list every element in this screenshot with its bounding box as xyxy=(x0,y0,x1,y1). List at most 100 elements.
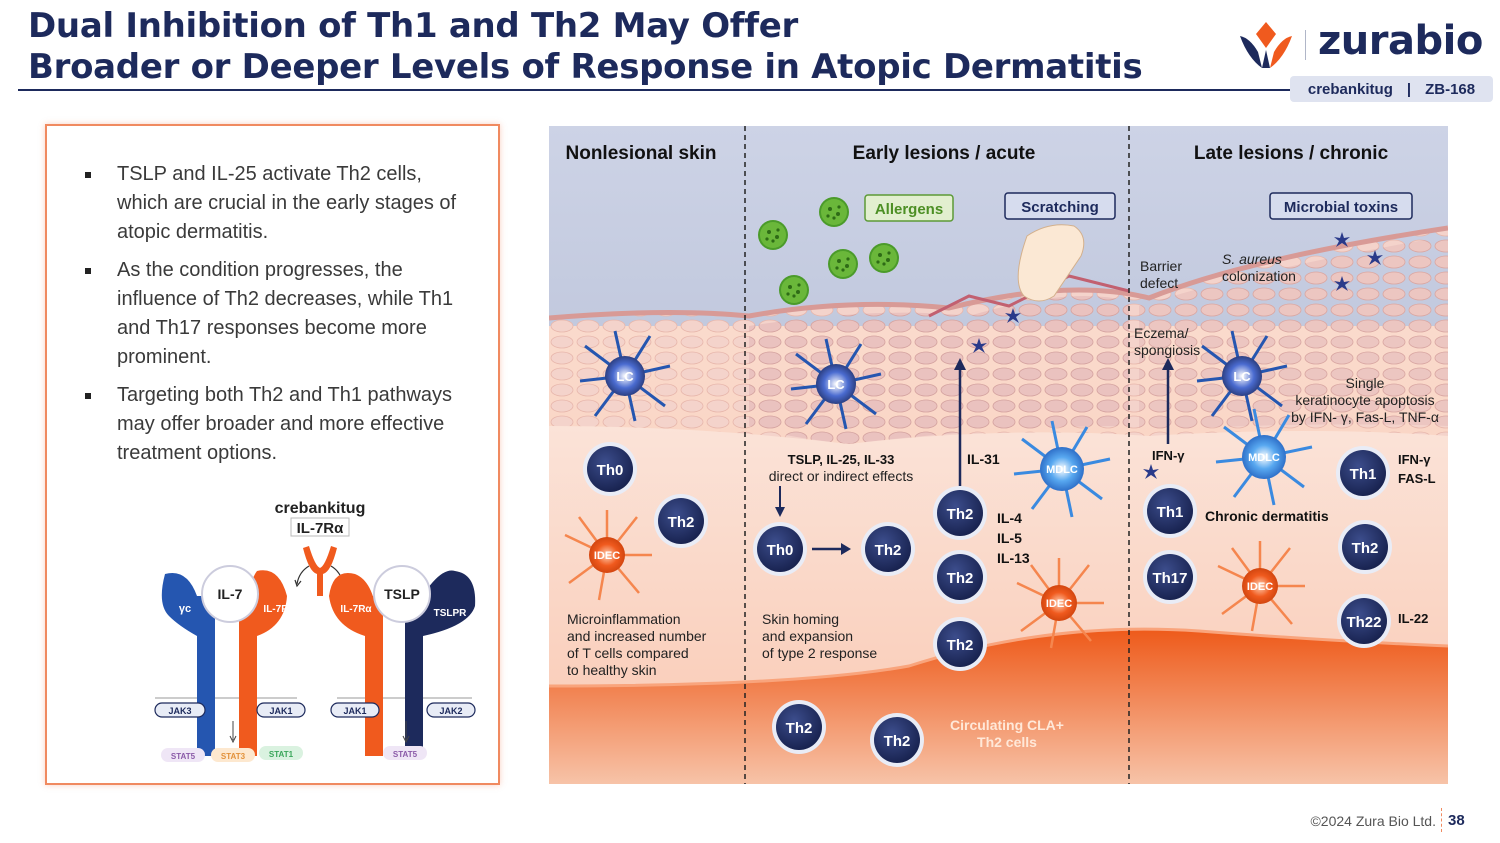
bullet-list: TSLP and IL-25 activate Th2 cells, which… xyxy=(77,160,477,477)
title-line-2: Broader or Deeper Levels of Response in … xyxy=(28,47,1143,87)
il5-label: IL-5 xyxy=(997,530,1022,546)
allergen-microbe-icon xyxy=(869,243,899,273)
drug-label: crebankitug xyxy=(275,500,366,517)
fasl-label: FAS-L xyxy=(1398,471,1436,486)
allergen-microbe-icon xyxy=(779,275,809,305)
product-tag-separator: | xyxy=(1406,80,1412,98)
saureus-label: S. aureus xyxy=(1222,251,1282,267)
skin-homing-label: Skin homing and expansion of type 2 resp… xyxy=(762,611,877,661)
keratinocyte-apoptosis-label: Single keratinocyte apoptosis by IFN- γ,… xyxy=(1291,375,1439,425)
jak1-label-right: JAK1 xyxy=(343,706,366,716)
allergen-microbe-icon xyxy=(828,249,858,279)
svg-text:Skin homing: Skin homing xyxy=(762,611,839,627)
column-header-nonlesional: Nonlesional skin xyxy=(566,143,717,164)
antibody-icon xyxy=(303,546,337,596)
svg-text:spongiosis: spongiosis xyxy=(1134,342,1200,358)
microinflammation-label: Microinflammation and increased number o… xyxy=(567,611,707,678)
chain-il7ra-label-left: IL-7Rα xyxy=(263,604,295,615)
th2-label-early: Th2 xyxy=(947,637,974,654)
chronic-dermatitis-label: Chronic dermatitis xyxy=(1205,508,1329,524)
svg-text:of T cells compared: of T cells compared xyxy=(567,645,689,661)
circulating-label: Circulating CLA+ Th2 cells xyxy=(950,717,1064,750)
svg-text:and expansion: and expansion xyxy=(762,628,853,644)
idec-cell-early xyxy=(1016,558,1104,649)
svg-text:Circulating CLA+: Circulating CLA+ xyxy=(950,717,1064,733)
il4-label: IL-4 xyxy=(997,510,1022,526)
idec-cell-late xyxy=(1217,541,1305,632)
th2-label-circulating: Th2 xyxy=(786,720,813,737)
mdlc-label-late: MDLC xyxy=(1248,452,1280,464)
colonization-label: colonization xyxy=(1222,268,1296,284)
chain-tslpr-label: TSLPR xyxy=(434,608,468,619)
allergen-microbe-icon xyxy=(758,220,788,250)
microbial-toxins-label: Microbial toxins xyxy=(1284,199,1398,216)
th22-label-late: Th22 xyxy=(1346,614,1381,631)
title-line-1: Dual Inhibition of Th1 and Th2 May Offer xyxy=(28,6,799,46)
lc-cell-early xyxy=(790,338,882,430)
barrier-defect-label: Barrier defect xyxy=(1140,258,1182,291)
il7-receptor-complex xyxy=(161,565,287,756)
tslp-il25-il33-label: TSLP, IL-25, IL-33 xyxy=(788,452,895,467)
svg-text:of type 2 response: of type 2 response xyxy=(762,645,877,661)
allergens-label: Allergens xyxy=(875,201,943,218)
allergen-microbe-icon xyxy=(819,197,849,227)
product-tag: crebankitug | ZB-168 xyxy=(1290,76,1493,102)
summary-panel: TSLP and IL-25 activate Th2 cells, which… xyxy=(45,124,500,785)
il13-label: IL-13 xyxy=(997,550,1030,566)
svg-text:to healthy skin: to healthy skin xyxy=(567,662,657,678)
direct-indirect-label: direct or indirect effects xyxy=(769,468,913,484)
svg-text:and increased number: and increased number xyxy=(567,628,707,644)
target-label: IL-7Rα xyxy=(297,520,345,537)
svg-text:defect: defect xyxy=(1140,275,1178,291)
zurabio-logo-icon xyxy=(1240,22,1292,68)
eczema-label: Eczema/ spongiosis xyxy=(1134,325,1200,358)
scratching-label: Scratching xyxy=(1021,199,1099,216)
page-number: 38 xyxy=(1448,812,1465,829)
idec-label-late: IDEC xyxy=(1247,581,1273,593)
product-code: ZB-168 xyxy=(1425,80,1476,98)
svg-text:Th2 cells: Th2 cells xyxy=(977,734,1037,750)
th2-label-early: Th2 xyxy=(875,542,902,559)
il22-label: IL-22 xyxy=(1398,611,1428,626)
svg-text:Barrier: Barrier xyxy=(1140,258,1182,274)
logo-divider xyxy=(1305,30,1306,60)
ifn-gamma-right-label: IFN-γ xyxy=(1398,452,1431,467)
th1-label-late-right: Th1 xyxy=(1350,466,1377,483)
ligand-tslp-label: TSLP xyxy=(384,586,420,602)
lc-cell-nonlesional xyxy=(579,330,671,422)
svg-text:Eczema/: Eczema/ xyxy=(1134,325,1189,341)
copyright: ©2024 Zura Bio Ltd. xyxy=(1310,813,1436,829)
th2-label-nonlesional: Th2 xyxy=(668,514,695,531)
product-name: crebankitug xyxy=(1307,80,1393,98)
finger-icon xyxy=(1017,224,1085,302)
stat1-label: STAT1 xyxy=(269,750,294,759)
stat5-label-right: STAT5 xyxy=(393,750,418,759)
lc-cell-late xyxy=(1196,330,1288,422)
jak3-label: JAK3 xyxy=(168,706,191,716)
bullet-item: Targeting both Th2 and Th1 pathways may … xyxy=(77,381,477,468)
svg-text:Microinflammation: Microinflammation xyxy=(567,611,681,627)
chain-il7ra-label-right: IL-7Rα xyxy=(340,604,372,615)
skin-pathology-diagram: Nonlesional skin Early lesions / acute L… xyxy=(549,126,1448,784)
column-header-late: Late lesions / chronic xyxy=(1194,143,1389,164)
mdlc-cell-early xyxy=(1013,420,1111,518)
svg-text:Single: Single xyxy=(1346,375,1385,391)
mechanism-diagram: crebankitug IL-7Rα IL-7 γc IL-7Rα xyxy=(154,500,476,762)
mdlc-label-early: MDLC xyxy=(1046,464,1078,476)
th0-label-early: Th0 xyxy=(767,542,794,559)
bullet-item: As the condition progresses, the influen… xyxy=(77,256,477,372)
tslp-receptor-complex xyxy=(329,565,476,756)
lc-label-early: LC xyxy=(827,377,845,392)
column-header-early: Early lesions / acute xyxy=(853,143,1036,164)
th0-label-nonlesional: Th0 xyxy=(597,462,624,479)
page-title: Dual Inhibition of Th1 and Th2 May Offer… xyxy=(28,6,1228,88)
th1-label-late: Th1 xyxy=(1157,504,1184,521)
stat5-label-left: STAT5 xyxy=(171,752,196,761)
th2-label-early: Th2 xyxy=(947,570,974,587)
svg-text:keratinocyte apoptosis: keratinocyte apoptosis xyxy=(1295,392,1434,408)
th17-label-late: Th17 xyxy=(1152,570,1187,587)
idec-label-early: IDEC xyxy=(1046,598,1072,610)
lc-label-late: LC xyxy=(1233,369,1251,384)
th2-label-late: Th2 xyxy=(1352,540,1379,557)
il31-label: IL-31 xyxy=(967,451,1000,467)
